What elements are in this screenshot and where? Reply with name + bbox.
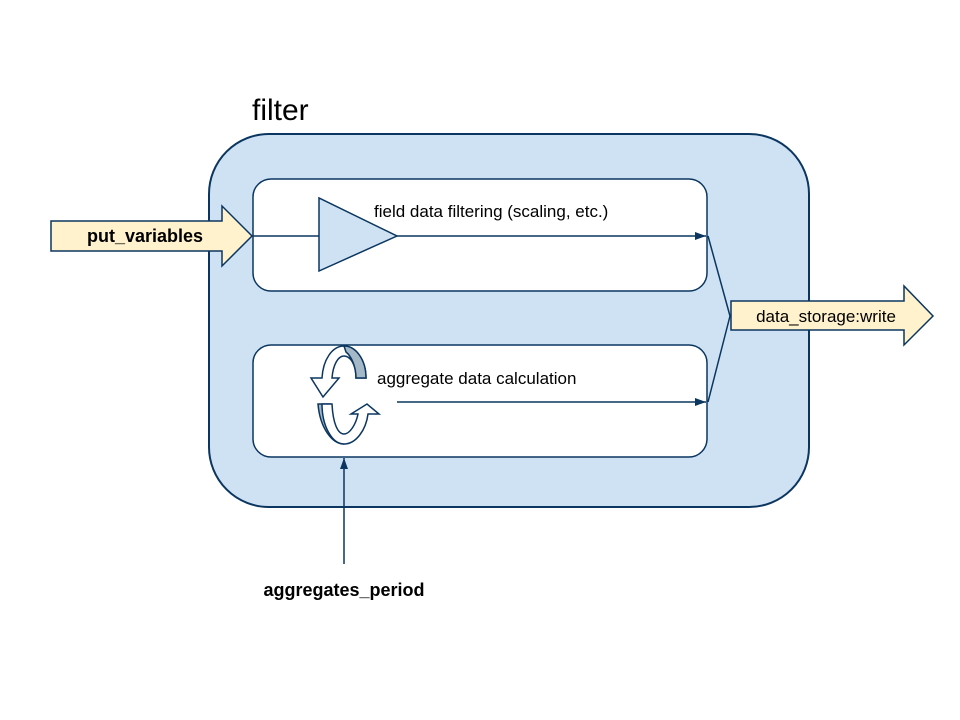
input-arrow [50, 204, 254, 268]
filtering-process-label: field data filtering (scaling, etc.) [374, 202, 608, 221]
aggregates-period-label: aggregates_period [263, 580, 424, 600]
cycle-icon [309, 345, 382, 445]
aggregation-process-box [252, 344, 708, 458]
input-label: put_variables [87, 226, 203, 246]
output-arrow [730, 284, 935, 347]
merge-line-bottom [707, 315, 731, 403]
amplifier-icon [318, 196, 399, 273]
merge-line-top [707, 235, 731, 317]
output-label: data_storage:write [756, 307, 896, 326]
aggregation-process-label: aggregate data calculation [377, 369, 576, 388]
filtering-process-box [252, 178, 708, 292]
diagram-title: filter [252, 94, 309, 127]
